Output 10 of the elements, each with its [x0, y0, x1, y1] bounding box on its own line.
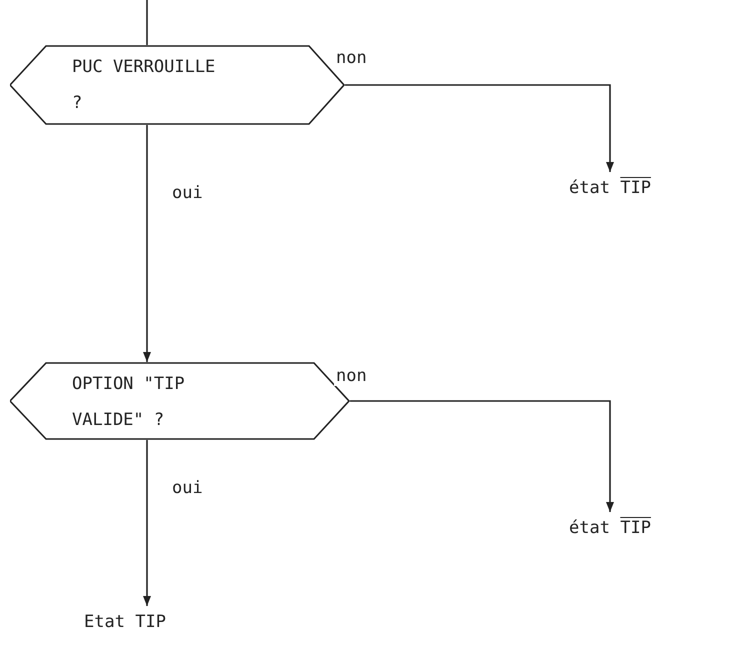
state-text: état TIP: [568, 177, 652, 200]
arrow: [143, 440, 151, 606]
arrow: [143, 125, 151, 362]
state-text: état TIP: [568, 517, 652, 540]
decision-text: OPTION "TIP VALIDE" ?: [72, 373, 186, 432]
connector-line: [146, 0, 148, 45]
decision-text: PUC VERROUILLE ?: [72, 56, 216, 115]
arrow: [350, 400, 614, 512]
state-text: Etat TIP: [83, 611, 167, 634]
arrow: [345, 84, 614, 172]
